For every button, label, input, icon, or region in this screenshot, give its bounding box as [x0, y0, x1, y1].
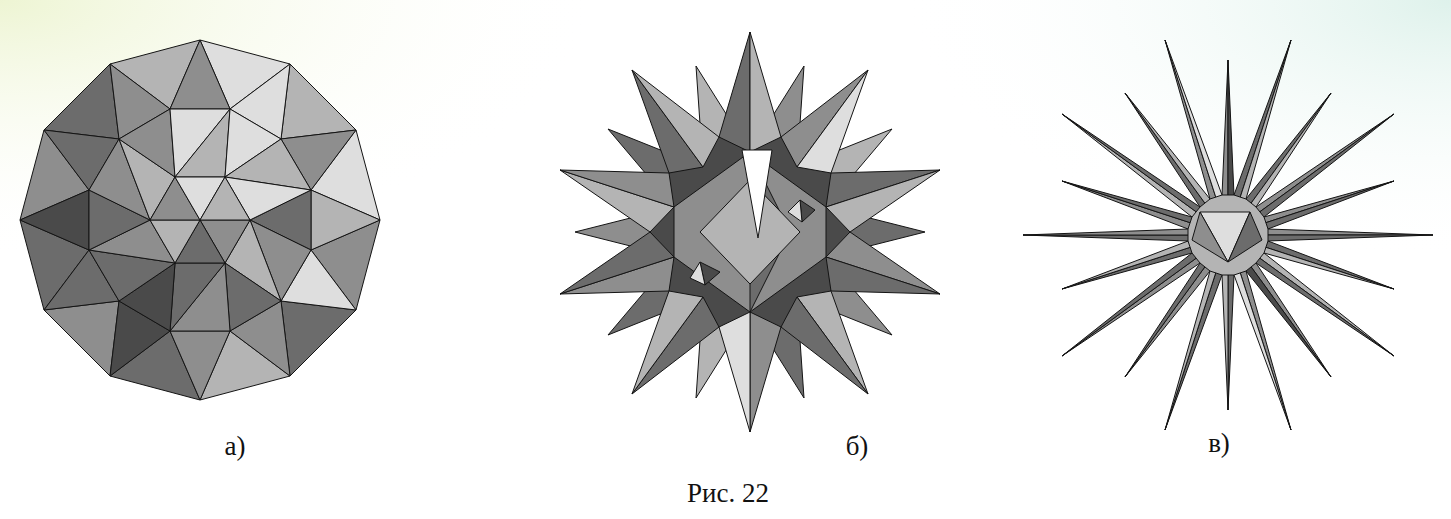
- figure-label: б): [846, 432, 869, 462]
- figure-label: в): [1208, 429, 1230, 459]
- polyhedron-a: [20, 40, 380, 400]
- figure-label: а): [225, 432, 246, 462]
- polyhedron-c: [1023, 40, 1433, 430]
- polyhedron-b: [560, 32, 940, 432]
- figure-caption: Рис. 22: [687, 479, 769, 509]
